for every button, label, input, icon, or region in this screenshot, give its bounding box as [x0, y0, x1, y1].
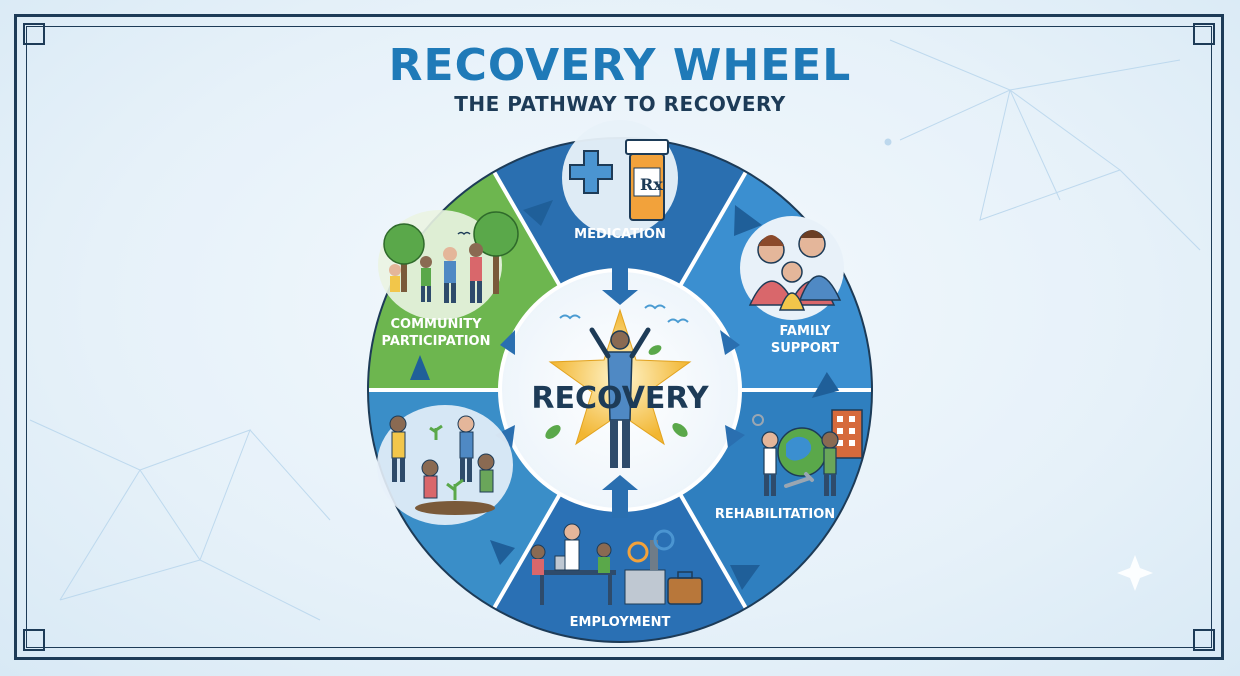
segment-label-support: SUPPORT — [771, 341, 839, 356]
svg-text:Rx: Rx — [640, 175, 663, 194]
segment-label-family: FAMILY — [780, 324, 831, 339]
employment-icon — [530, 523, 703, 605]
corner-ornament — [23, 23, 45, 45]
community-icon — [378, 210, 519, 320]
recovery-figure-icon — [548, 308, 692, 468]
family-icon — [740, 216, 844, 320]
segment-label-community: COMMUNITY — [390, 317, 482, 332]
outer-frame — [14, 14, 1224, 660]
page-title: RECOVERY WHEEL — [388, 40, 852, 91]
segment-employment — [494, 493, 746, 642]
inward-arrows — [495, 262, 745, 518]
inner-frame — [26, 26, 1212, 648]
corner-ornament — [1193, 629, 1215, 651]
segment-label-rehabilitation: REHABILITATION — [715, 507, 835, 522]
segment-label-employment: EMPLOYMENT — [570, 615, 671, 630]
bird-icon — [559, 304, 689, 324]
leaf-icon — [545, 345, 688, 439]
segment-label-medication: MEDICATION — [574, 227, 666, 242]
corner-ornament — [23, 629, 45, 651]
segment-label-participation: PARTICIPATION — [382, 334, 491, 349]
gardening-icon — [377, 405, 513, 525]
page-subtitle: THE PATHWAY TO RECOVERY — [454, 92, 786, 116]
center-label: RECOVERY — [531, 381, 709, 416]
medication-icon: Rx — [562, 120, 678, 236]
cycle-arrows — [410, 200, 840, 590]
corner-ornament — [1193, 23, 1215, 45]
sparkle-icon — [1117, 555, 1153, 591]
rehabilitation-icon — [752, 409, 863, 496]
